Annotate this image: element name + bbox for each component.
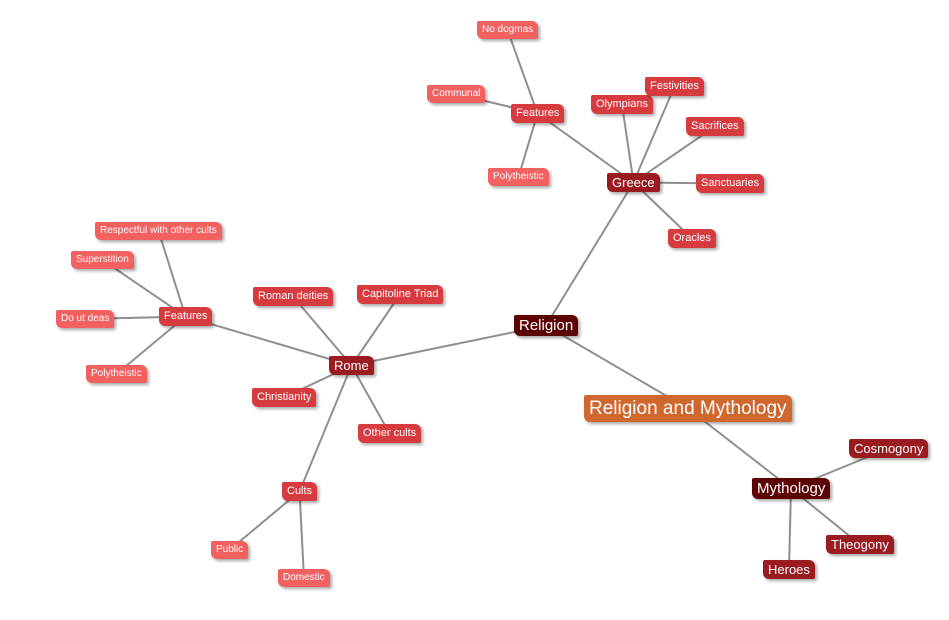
node-rome[interactable]: Rome (329, 356, 374, 375)
node-olymp[interactable]: Olympians (591, 95, 653, 114)
link-rome-rfeat (185, 315, 352, 367)
node-central[interactable]: Religion and Mythology (584, 395, 792, 422)
link-cults-domestic (298, 491, 305, 579)
node-capit[interactable]: Capitoline Triad (357, 285, 444, 304)
node-other[interactable]: Other cults (358, 424, 422, 443)
node-rpoly[interactable]: Polytheistic (86, 365, 147, 383)
link-rfeat-rpoly (115, 315, 187, 375)
link-greece-olymp (621, 104, 635, 183)
node-public[interactable]: Public (211, 541, 249, 559)
node-christ[interactable]: Christianity (252, 388, 317, 407)
node-cults[interactable]: Cults (282, 482, 318, 501)
link-greece-gfeat (536, 112, 635, 184)
link-greece-fest (632, 86, 676, 183)
node-cosmo[interactable]: Cosmogony (849, 439, 929, 458)
node-super[interactable]: Superstition (71, 251, 134, 269)
node-theo[interactable]: Theogony (826, 535, 894, 554)
link-mythology-heroes (788, 488, 792, 570)
node-orac[interactable]: Oracles (668, 229, 716, 248)
node-gpoly[interactable]: Polytheistic (488, 168, 549, 186)
link-rome-other (350, 365, 391, 434)
link-gfeat-gpoly (517, 113, 539, 178)
node-rdeit[interactable]: Roman deities (253, 287, 334, 306)
link-rfeat-resp (157, 230, 187, 317)
node-rfeat[interactable]: Features (159, 307, 213, 326)
node-sanct[interactable]: Sanctuaries (696, 174, 765, 193)
link-cults-public (228, 490, 301, 551)
link-rome-rdeit (292, 295, 353, 367)
node-mythology[interactable]: Mythology (752, 478, 831, 499)
node-communal[interactable]: Communal (427, 85, 486, 103)
node-religion[interactable]: Religion (514, 315, 579, 336)
node-nodog[interactable]: No dogmas (477, 21, 539, 39)
node-greece[interactable]: Greece (607, 173, 660, 192)
node-gfeat[interactable]: Features (511, 104, 565, 123)
link-religion-rome (351, 324, 547, 367)
node-sacr[interactable]: Sacrifices (686, 117, 744, 136)
link-rome-cults (298, 365, 353, 492)
link-central-religion (545, 324, 689, 410)
node-heroes[interactable]: Heroes (763, 560, 815, 579)
link-rome-capit (350, 293, 401, 367)
link-religion-greece (545, 181, 635, 327)
node-domestic[interactable]: Domestic (278, 569, 330, 587)
node-resp[interactable]: Respectful with other cults (95, 222, 222, 240)
node-fest[interactable]: Festivities (645, 77, 704, 96)
node-dout[interactable]: Do ut deas (56, 310, 115, 328)
link-gfeat-nodog (506, 29, 539, 114)
